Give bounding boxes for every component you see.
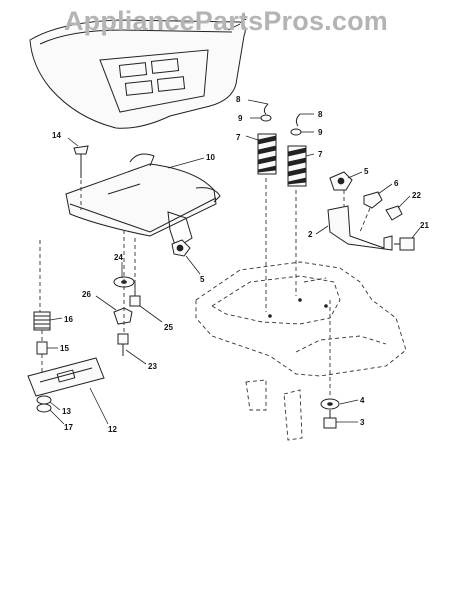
callout-23: 23 [148,362,157,371]
callout-21: 21 [420,221,429,230]
callout-8-left: 8 [236,95,241,104]
callout-25: 25 [164,323,173,332]
callout-2: 2 [308,230,313,239]
washer-13-part [36,395,52,405]
bushing-15-part [36,341,48,355]
clip-22-part [385,205,403,221]
callout-1: 1 [242,13,247,22]
callout-6: 6 [394,179,399,188]
callout-22: 22 [412,191,421,200]
callout-8-right: 8 [318,110,323,119]
cap-9-left-part [260,114,272,122]
callout-17: 17 [64,423,73,432]
callout-4: 4 [360,396,365,405]
spring-7-right-part [287,145,307,187]
plate-12-part [27,357,105,397]
nut-26-part [113,307,133,325]
callout-9-left: 9 [238,114,243,123]
bolt-14-part [73,145,89,210]
callout-24: 24 [114,253,123,262]
callout-16: 16 [64,315,73,324]
seat-part [29,19,246,129]
cap-9-right-part [290,128,302,136]
switch-5-right-part [329,171,353,191]
callout-9-right: 9 [318,128,323,137]
callout-12: 12 [108,425,117,434]
callout-5-right: 5 [364,167,369,176]
callout-5-left: 5 [200,275,205,284]
pin-8-right-part [295,113,301,127]
callout-14: 14 [52,131,61,140]
bracket-2-part [327,205,393,251]
knob-6-part [363,191,383,209]
callout-7-left: 7 [236,133,241,142]
bolt-3-part [323,410,337,429]
callout-13: 13 [62,407,71,416]
spring-7-left-part [257,133,277,175]
knob-5-left-part [171,239,191,257]
leader-lines [47,99,421,425]
cap-21-part [394,237,415,251]
pin-8-left-part [263,103,269,115]
seat-pan-part [65,153,221,249]
washer-17-part [36,403,52,413]
bolt-23-part [117,333,129,356]
callout-10: 10 [206,153,215,162]
callout-7-right: 7 [318,150,323,159]
spring-16-part [33,311,51,331]
frame-part [195,261,407,441]
callout-15: 15 [60,344,69,353]
callout-26: 26 [82,290,91,299]
washer-4-part [320,398,340,410]
callout-3: 3 [360,418,365,427]
